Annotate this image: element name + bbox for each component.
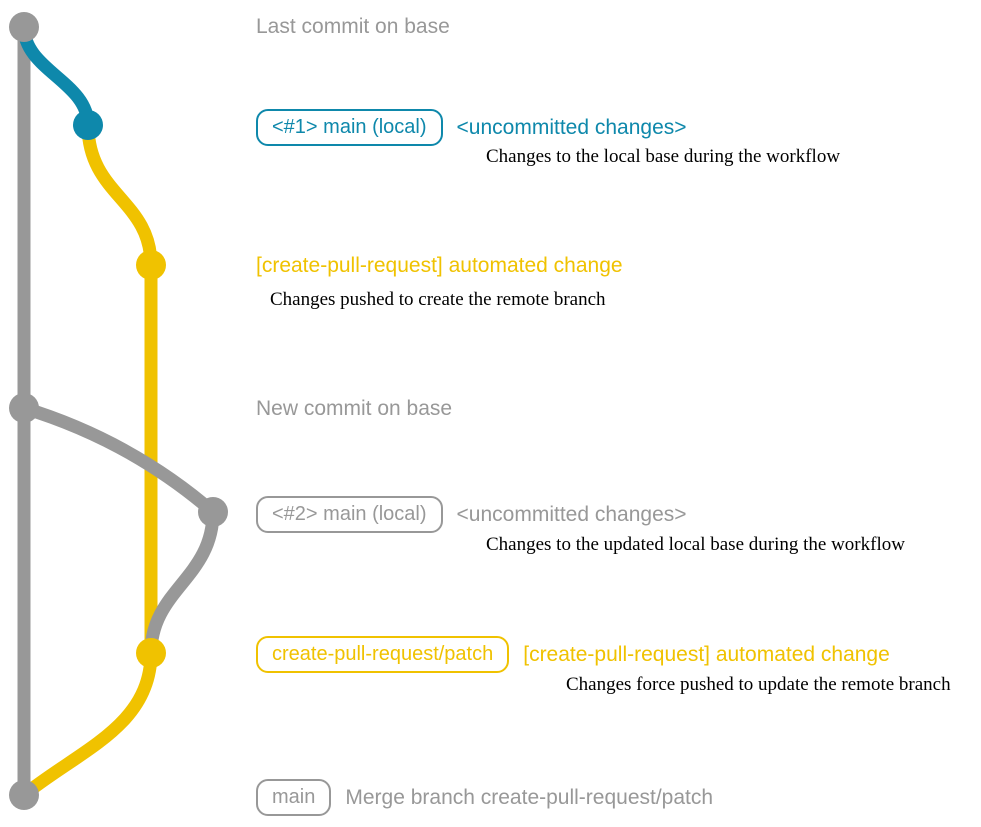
commit-message-local-1: <uncommitted changes>	[456, 115, 687, 139]
edge-local1-to-patch1	[81, 118, 158, 272]
commit-node-local-1[interactable]	[73, 110, 103, 140]
edge-patch2-to-merge	[17, 646, 158, 802]
commit-node-local-2[interactable]	[198, 497, 228, 527]
edge-local2-to-patch2	[144, 505, 220, 660]
commit-message-local-2: <uncommitted changes>	[456, 502, 687, 526]
commit-node-merge[interactable]	[9, 780, 39, 810]
annotation-automated-change-2-description: Changes force pushed to update the remot…	[566, 674, 951, 695]
annotation-local-commit-2-description: Changes to the updated local base during…	[486, 534, 905, 555]
annotation-last-commit-on-base: Last commit on base	[256, 15, 450, 38]
commit-message-merge: Merge branch create-pull-request/patch	[345, 785, 714, 809]
commit-node-base-new[interactable]	[9, 393, 39, 423]
annotation-new-commit-on-base: New commit on base	[256, 397, 453, 420]
annotation-local-commit-2-row: <#2> main (local) <uncommitted changes>	[256, 496, 687, 533]
branch-chip-main-local-2[interactable]: <#2> main (local)	[256, 496, 443, 533]
commit-node-patch-1[interactable]	[136, 250, 166, 280]
edge-base-to-local1	[17, 20, 95, 132]
commit-node-patch-2[interactable]	[136, 638, 166, 668]
commit-message-automated-change-2: [create-pull-request] automated change	[523, 642, 890, 666]
edge-base-to-local2	[17, 401, 220, 519]
annotation-automated-change-2-row: create-pull-request/patch [create-pull-r…	[256, 636, 890, 673]
branch-chip-create-pull-request-patch[interactable]: create-pull-request/patch	[256, 636, 510, 673]
branch-chip-main-local-1[interactable]: <#1> main (local)	[256, 109, 443, 146]
branch-chip-main[interactable]: main	[256, 779, 332, 816]
commit-node-base-top[interactable]	[9, 12, 39, 42]
annotation-local-commit-1-row: <#1> main (local) <uncommitted changes>	[256, 109, 687, 146]
annotation-automated-change-1: [create-pull-request] automated change	[256, 254, 623, 277]
annotation-automated-change-1-description: Changes pushed to create the remote bran…	[270, 289, 606, 310]
annotation-local-commit-1-description: Changes to the local base during the wor…	[486, 146, 841, 167]
annotation-merge-commit-row: main Merge branch create-pull-request/pa…	[256, 779, 713, 816]
